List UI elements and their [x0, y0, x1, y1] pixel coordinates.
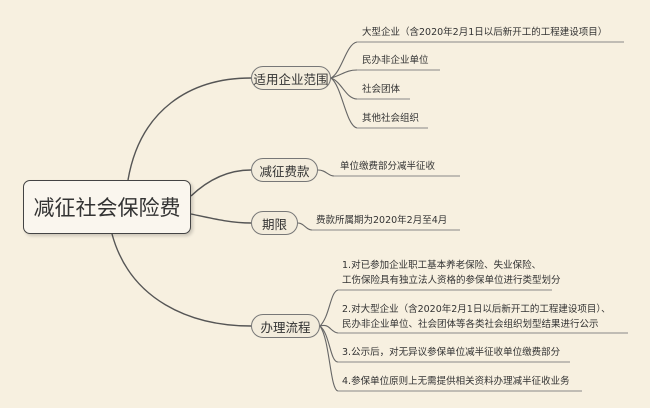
- leaf-line: 工伤保险具有独立法人资格的参保单位进行类型划分: [342, 275, 561, 286]
- connector-procedure-1: [319, 289, 339, 327]
- leaf-scope-other-orgs[interactable]: 其他社会组织: [362, 113, 420, 124]
- topic-period[interactable]: 期限: [251, 211, 298, 235]
- leaf-procedure-step-3[interactable]: 3.公示后，对无异议参保单位减半征收单位缴费部分: [342, 347, 561, 358]
- leaf-period-range[interactable]: 费款所属期为2020年2月至4月: [316, 215, 448, 226]
- leaf-procedure-step-4[interactable]: 4.参保单位原则上无需提供相关资料办理减半征收业务: [342, 376, 570, 387]
- connector-procedure-4: [319, 325, 339, 392]
- root-node[interactable]: 减征社会保险费: [23, 180, 191, 234]
- topic-label: 适用企业范围: [253, 71, 329, 87]
- leaf-scope-large-enterprise[interactable]: 大型企业（含2020年2月1日以后新开工的工程建设项目）: [362, 27, 608, 38]
- leaf-scope-social-groups[interactable]: 社会团体: [362, 84, 401, 95]
- connector-scope-4: [330, 77, 358, 129]
- leaf-reduction-half[interactable]: 单位缴费部分减半征收: [340, 161, 436, 172]
- leaf-scope-private-nonenterprise[interactable]: 民办非企业单位: [362, 55, 429, 66]
- leaf-procedure-step-1[interactable]: 1.对已参加企业职工基本养老保险、失业保险、 工伤保险具有独立法人资格的参保单位…: [342, 258, 561, 288]
- connector-root-period: [190, 213, 252, 224]
- topic-label: 期限: [261, 216, 287, 232]
- connector-scope-2: [330, 69, 358, 79]
- topic-applicable-scope[interactable]: 适用企业范围: [251, 66, 331, 90]
- topic-reduction-amount[interactable]: 减征费款: [251, 158, 318, 182]
- root-label: 减征社会保险费: [33, 196, 181, 220]
- connector-period-1: [297, 222, 313, 231]
- topic-label: 减征费款: [259, 163, 310, 179]
- connector-procedure-3: [319, 325, 339, 363]
- connector-scope-1: [330, 41, 358, 79]
- connector-root-procedure: [111, 233, 252, 327]
- topic-label: 办理流程: [260, 319, 311, 335]
- leaf-line: 民办非企业单位、社会团体等各类社会组织划型结果进行公示: [342, 319, 599, 330]
- connector-scope-3: [330, 77, 358, 100]
- leaf-line: 2.对大型企业（含2020年2月1日以后新开工的工程建设项目）、: [342, 304, 611, 315]
- leaf-line: 1.对已参加企业职工基本养老保险、失业保险、: [342, 260, 542, 271]
- topic-procedure[interactable]: 办理流程: [251, 314, 320, 338]
- leaf-procedure-step-2[interactable]: 2.对大型企业（含2020年2月1日以后新开工的工程建设项目）、 民办非企业单位…: [342, 302, 611, 332]
- connector-reduction-1: [317, 169, 335, 177]
- connector-root-scope: [127, 77, 252, 181]
- connector-root-reduction: [190, 169, 252, 197]
- connector-procedure-2: [319, 324, 339, 334]
